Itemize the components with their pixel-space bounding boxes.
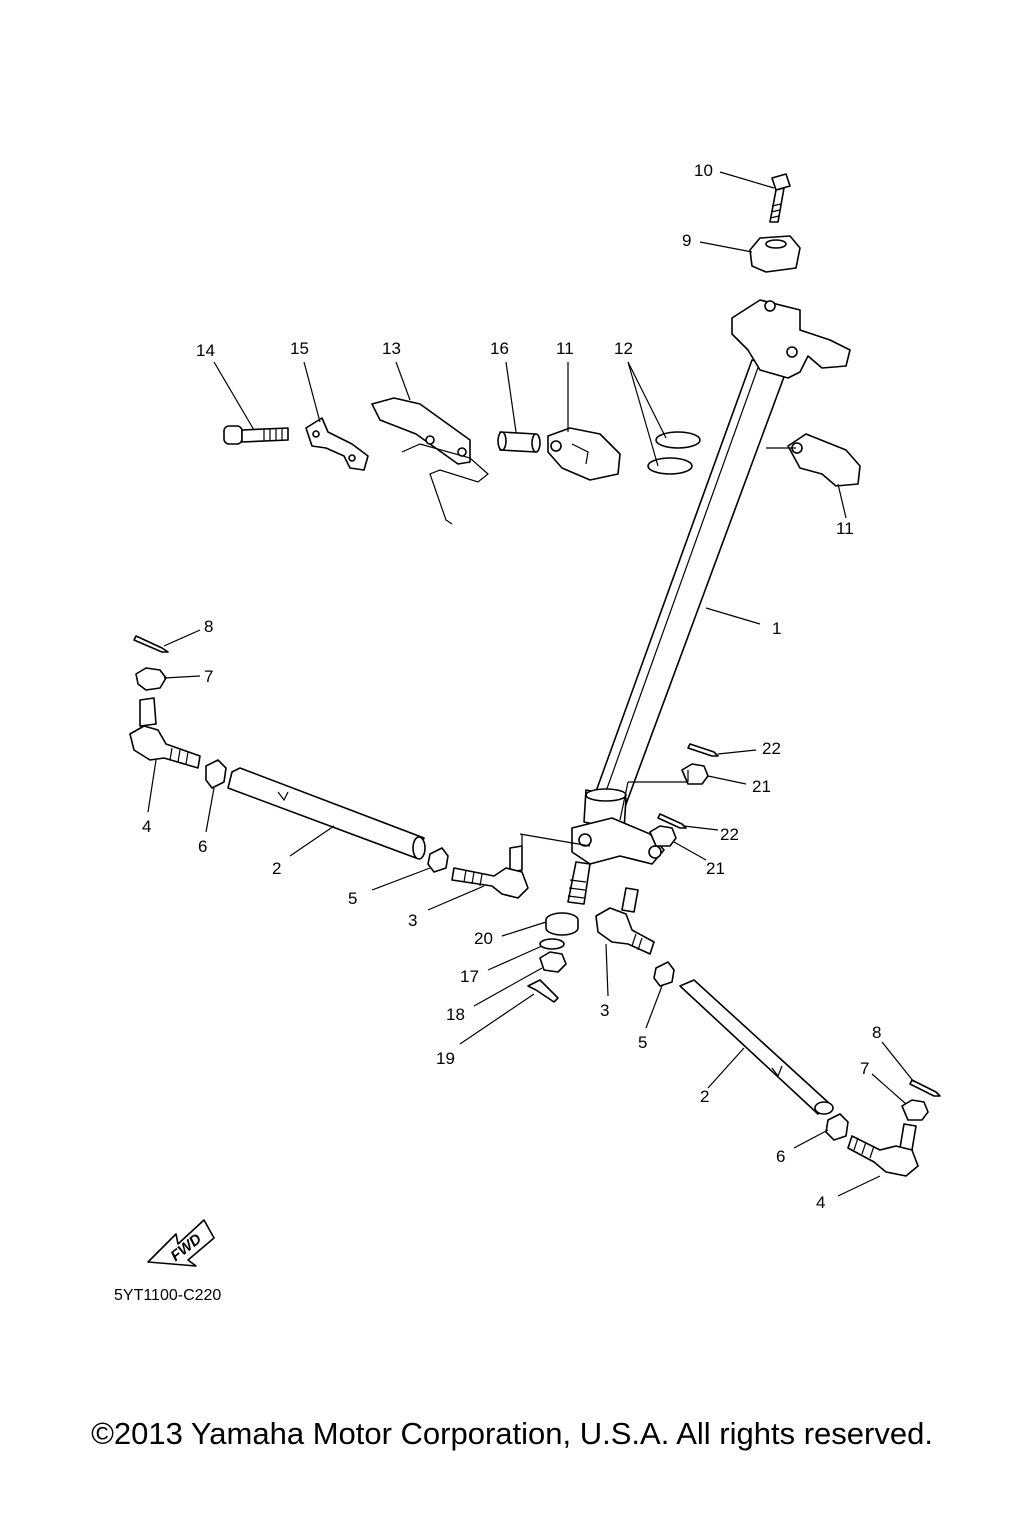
tie-rod-end-part-4-left xyxy=(129,697,201,769)
cotter-pin-part-8-left xyxy=(133,635,169,653)
callout-20: 20 xyxy=(474,929,493,948)
nut-part-7-left xyxy=(135,667,167,691)
nut-part-5-right xyxy=(653,961,675,987)
callout-10: 10 xyxy=(694,161,713,180)
cotter-pin-part-19 xyxy=(527,979,559,1003)
cotter-pin-part-22-lower xyxy=(657,813,687,829)
callout-6-right: 6 xyxy=(776,1147,785,1166)
tie-rod-end-part-3-left xyxy=(451,845,529,899)
callout-16: 16 xyxy=(490,339,509,358)
steering-column-part xyxy=(567,299,851,905)
tie-rod-part-2-left xyxy=(227,767,426,860)
callout-15: 15 xyxy=(290,339,309,358)
callout-21-lower: 21 xyxy=(706,859,725,878)
bolt-part-10 xyxy=(769,173,791,223)
callout-22-lower: 22 xyxy=(720,825,739,844)
callout-5-right: 5 xyxy=(638,1033,647,1052)
washer-part-17 xyxy=(539,938,565,950)
diagram-code: 5YT1100-C220 xyxy=(114,1287,221,1304)
callout-19: 19 xyxy=(436,1049,455,1068)
callout-2-right: 2 xyxy=(700,1087,709,1106)
nut-part-6-left xyxy=(205,759,227,789)
callout-11-upper: 11 xyxy=(556,339,574,358)
callout-1: 1 xyxy=(772,619,781,638)
copyright-notice: ©2013 Yamaha Motor Corporation, U.S.A. A… xyxy=(91,1416,933,1451)
collar-part-16 xyxy=(497,431,541,453)
tie-rod-part-2-right xyxy=(679,979,834,1115)
clamp-part-9 xyxy=(749,235,801,273)
cotter-pin-part-8-right xyxy=(909,1079,941,1097)
bracket-part-13 xyxy=(371,397,489,525)
plate-part-15 xyxy=(305,417,369,471)
holder-part-11-lower xyxy=(787,433,861,487)
callout-2-left: 2 xyxy=(272,859,281,878)
callout-4-right: 4 xyxy=(816,1193,825,1212)
washer-part-12 xyxy=(647,431,701,475)
callout-17: 17 xyxy=(460,967,479,986)
bolt-part-14 xyxy=(223,425,289,445)
tie-rod-end-part-4-right xyxy=(847,1123,919,1177)
callout-7-left: 7 xyxy=(204,667,213,686)
callout-6-left: 6 xyxy=(198,837,207,856)
holder-part-11 xyxy=(547,427,621,481)
nut-part-5-left xyxy=(427,847,449,873)
callout-3-right: 3 xyxy=(600,1001,609,1020)
cotter-pin-part-22-upper xyxy=(687,743,719,757)
nut-part-6-right xyxy=(825,1113,849,1141)
callout-13: 13 xyxy=(382,339,401,358)
nut-part-7-right xyxy=(901,1099,929,1121)
nut-part-21-upper xyxy=(681,763,709,785)
callout-22-upper: 22 xyxy=(762,739,781,758)
callout-11-lower: 11 xyxy=(836,519,854,538)
callout-12: 12 xyxy=(614,339,633,358)
callout-18: 18 xyxy=(446,1005,465,1024)
collar-part-20 xyxy=(545,912,579,936)
callout-21-upper: 21 xyxy=(752,777,771,796)
callout-3-left: 3 xyxy=(408,911,417,930)
callout-7-right: 7 xyxy=(860,1059,869,1078)
callout-5-left: 5 xyxy=(348,889,357,908)
tie-rod-end-part-3-right xyxy=(595,887,655,955)
leader-lines xyxy=(147,171,915,1197)
callout-14: 14 xyxy=(196,341,215,360)
callout-8-right: 8 xyxy=(872,1023,881,1042)
nut-part-21-lower xyxy=(649,825,677,847)
callout-4-left: 4 xyxy=(142,817,151,836)
fwd-arrow-icon: FWD xyxy=(147,1219,215,1267)
callout-8-left: 8 xyxy=(204,617,213,636)
nut-part-18 xyxy=(539,951,567,973)
callout-labels: 10 9 14 15 13 16 11 12 11 1 8 7 4 6 2 5 … xyxy=(142,161,881,1212)
callout-9: 9 xyxy=(682,231,691,250)
